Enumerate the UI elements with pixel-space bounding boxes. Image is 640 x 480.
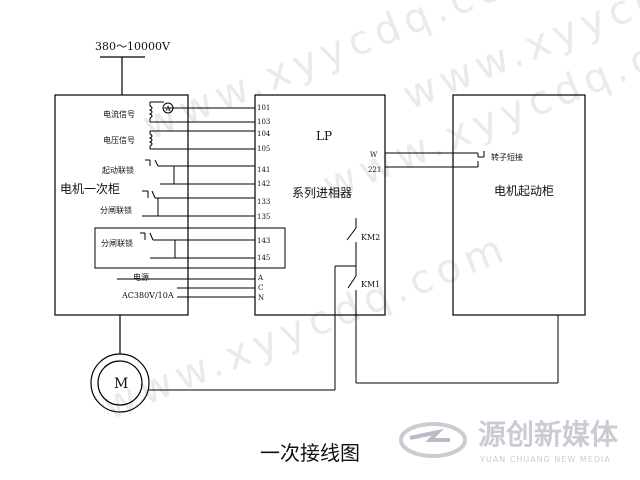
contactor-km1 bbox=[334, 265, 357, 390]
terminal-104: 104 bbox=[257, 130, 271, 138]
power-label: 电源 bbox=[133, 272, 149, 282]
signal-wires bbox=[117, 107, 255, 298]
trip-interlock-2-box bbox=[94, 227, 286, 269]
km1-label: KM1 bbox=[361, 280, 380, 289]
short-connect-wiring bbox=[385, 151, 485, 168]
current-signal-label: 电流信号 bbox=[103, 109, 135, 119]
logo-mark-icon bbox=[399, 422, 467, 458]
terminal-142: 142 bbox=[257, 180, 270, 188]
terminal-143: 143 bbox=[257, 237, 270, 245]
supply-feed bbox=[100, 56, 145, 95]
brand-logo: 源创新媒体 YUAN CHUANG NEW MEDIA bbox=[399, 418, 619, 464]
terminal-101: 101 bbox=[257, 104, 270, 112]
logo-tagline: YUAN CHUANG NEW MEDIA bbox=[479, 455, 611, 464]
km2-label: KM2 bbox=[361, 233, 380, 242]
motor-icon bbox=[90, 315, 150, 413]
terminal-105: 105 bbox=[257, 145, 270, 153]
start-interlock-contact bbox=[145, 159, 175, 185]
lp-model-label: LP bbox=[316, 129, 332, 143]
terminal-103: 103 bbox=[257, 118, 270, 126]
current-transformer-coil bbox=[148, 101, 164, 122]
voltage-signal-label: 电压信号 bbox=[103, 135, 135, 145]
ammeter-symbol: A bbox=[165, 105, 172, 113]
terminal-133: 133 bbox=[257, 198, 270, 206]
motor-rotor-wiring bbox=[149, 315, 559, 391]
motor-starter-cabinet bbox=[452, 94, 586, 316]
lp-terminal-labels: 101 103 104 105 141 142 133 135 143 145 … bbox=[257, 104, 381, 302]
power-rating-label: AC380V/10A bbox=[121, 291, 174, 300]
primary-cabinet bbox=[54, 94, 189, 316]
lp-title: 系列进相器 bbox=[292, 186, 352, 200]
trip-interlock-2-contact bbox=[140, 232, 176, 259]
starter-cabinet-title: 电机起动柜 bbox=[494, 184, 554, 198]
trip-interlock-2-label: 分闸联锁 bbox=[101, 238, 133, 248]
terminal-n: N bbox=[258, 294, 264, 302]
terminal-w: W bbox=[370, 151, 378, 159]
start-interlock-label: 起动联锁 bbox=[102, 165, 134, 175]
contactor-km2 bbox=[346, 218, 357, 266]
terminal-135: 135 bbox=[257, 213, 270, 221]
terminal-145: 145 bbox=[257, 254, 270, 262]
terminal-c: C bbox=[258, 284, 263, 292]
supply-voltage-label: 380～10000V bbox=[95, 40, 171, 53]
terminal-141: 141 bbox=[257, 166, 270, 174]
diagram-caption: 一次接线图 bbox=[260, 441, 360, 465]
lp-phase-advancer-cabinet bbox=[254, 94, 386, 316]
primary-cabinet-title: 电机一次柜 bbox=[60, 182, 120, 196]
terminal-a: A bbox=[257, 274, 264, 282]
trip-interlock-1-contact bbox=[142, 190, 159, 217]
logo-name: 源创新媒体 bbox=[478, 418, 619, 451]
terminal-221: 221 bbox=[368, 166, 381, 174]
short-connect-label: 转子短接 bbox=[491, 152, 523, 162]
trip-interlock-1-label: 分闸联锁 bbox=[100, 205, 132, 215]
motor-symbol: M bbox=[114, 376, 128, 392]
